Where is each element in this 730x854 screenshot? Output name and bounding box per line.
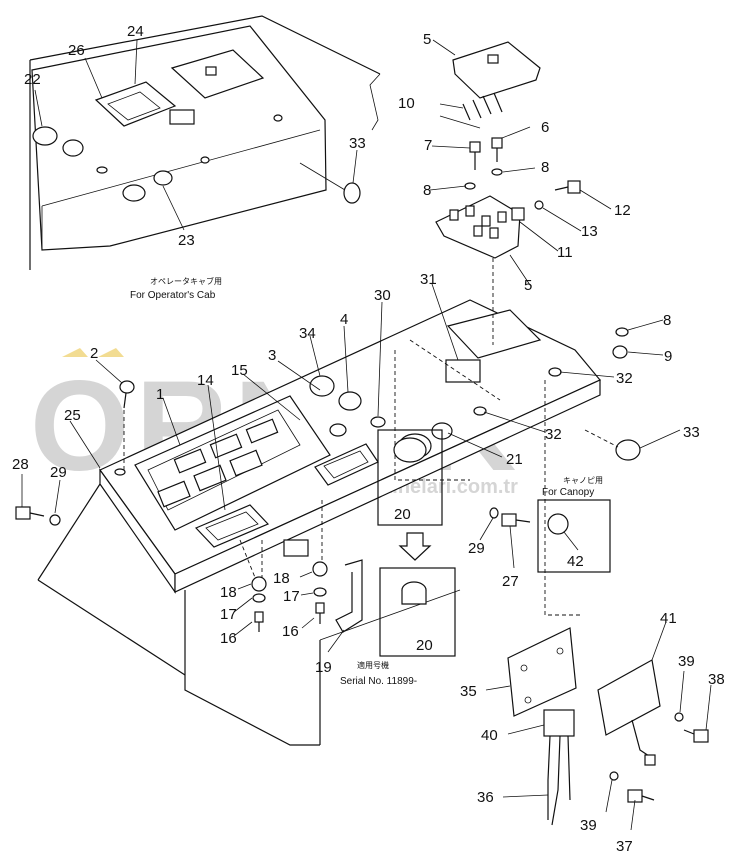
callout-24: 24 [127, 23, 144, 40]
callout-37: 37 [616, 838, 633, 854]
callout-35: 35 [460, 683, 477, 700]
callout-15: 15 [231, 362, 248, 379]
callout-38: 38 [708, 671, 725, 688]
callout-23: 23 [178, 232, 195, 249]
callout-14: 14 [197, 372, 214, 389]
callout-20a: 20 [394, 506, 411, 523]
callout-20b: 20 [416, 637, 433, 654]
callout-32b: 32 [545, 426, 562, 443]
callout-9: 9 [664, 348, 672, 365]
callout-17a: 17 [220, 606, 237, 623]
caption-cab-jp: オペレータキャブ用 [150, 276, 222, 286]
caption-serial-en: Serial No. 11899- [340, 676, 417, 687]
callout-25: 25 [64, 407, 81, 424]
caption-serial-jp: 適用号機 [357, 660, 389, 670]
main-console [37, 230, 601, 746]
callout-33b: 33 [683, 424, 700, 441]
callout-29a: 29 [50, 464, 67, 481]
caption-canopy-jp: キャノピ用 [563, 476, 603, 485]
left-hardware [15, 380, 531, 637]
callout-2: 2 [90, 345, 98, 362]
detail-boxes [377, 429, 611, 657]
callout-41: 41 [660, 610, 677, 627]
callout-7: 7 [424, 137, 432, 154]
operator-cab-inset [29, 15, 381, 270]
switch-assembly [429, 39, 681, 461]
callout-19: 19 [315, 659, 332, 676]
callout-16b: 16 [282, 623, 299, 640]
callout-27: 27 [502, 573, 519, 590]
callout-4: 4 [340, 311, 348, 328]
callout-17b: 17 [283, 588, 300, 605]
callout-32a: 32 [616, 370, 633, 387]
callout-39a: 39 [678, 653, 695, 670]
callout-39b: 39 [580, 817, 597, 834]
callout-18a: 18 [220, 584, 237, 601]
callout-5a: 5 [423, 31, 431, 48]
callout-labels: 2 1 14 15 3 34 4 30 31 25 28 29 18 18 17… [12, 23, 725, 854]
relay-group [485, 621, 712, 831]
callout-1: 1 [156, 386, 164, 403]
callout-42: 42 [567, 553, 584, 570]
callout-26: 26 [68, 42, 85, 59]
callout-11: 11 [557, 244, 573, 261]
caption-cab-en: For Operator's Cab [130, 290, 216, 301]
callout-8b: 8 [423, 182, 431, 199]
callout-22: 22 [24, 71, 41, 88]
callout-10: 10 [398, 95, 415, 112]
callout-18b: 18 [273, 570, 290, 587]
callout-16a: 16 [220, 630, 237, 647]
callout-8c: 8 [663, 312, 671, 329]
callout-6: 6 [541, 119, 549, 136]
callout-33a: 33 [349, 135, 366, 152]
callout-5b: 5 [524, 277, 532, 294]
callout-21: 21 [506, 451, 523, 468]
callout-31: 31 [420, 271, 437, 288]
callout-13: 13 [581, 223, 598, 240]
caption-canopy-en: For Canopy [542, 487, 594, 498]
callout-36: 36 [477, 789, 494, 806]
callout-40: 40 [481, 727, 498, 744]
callout-3: 3 [268, 347, 276, 364]
callout-30: 30 [374, 287, 391, 304]
callout-29b: 29 [468, 540, 485, 557]
callout-34: 34 [299, 325, 316, 342]
callout-28: 28 [12, 456, 29, 473]
callout-12: 12 [614, 202, 631, 219]
leader-lines [21, 283, 579, 653]
captions: オペレータキャブ用 For Operator's Cab キャノピ用 For C… [130, 276, 603, 687]
callout-8a: 8 [541, 159, 549, 176]
